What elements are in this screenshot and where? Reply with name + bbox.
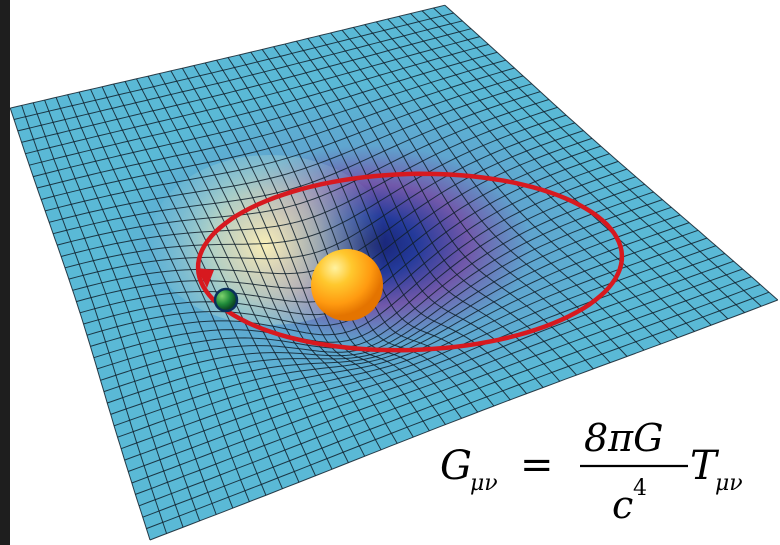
- grid-line: [330, 32, 611, 364]
- grid-line: [55, 97, 217, 515]
- grid-line: [147, 75, 349, 463]
- equation-equals: =: [520, 442, 554, 488]
- grid-line: [67, 94, 234, 509]
- orbiting-planet: [213, 287, 239, 313]
- grid-line: [193, 65, 414, 438]
- grid-line: [421, 10, 745, 313]
- equation-rhs: T μν: [690, 443, 743, 496]
- grid-line: [204, 62, 430, 432]
- equation-rhs-subscript: μν: [715, 471, 743, 496]
- equation-lhs: G μν: [440, 443, 498, 496]
- grid-line: [181, 67, 398, 444]
- grid-line: [32, 102, 184, 528]
- equation-lhs-symbol: G: [440, 443, 472, 489]
- grid-line: [444, 4, 779, 301]
- equation-lhs-subscript: μν: [470, 471, 498, 496]
- grid-line: [21, 105, 168, 534]
- grid-line: [307, 38, 577, 376]
- grid-line: [136, 78, 333, 470]
- grid-line: [170, 70, 382, 451]
- grid-line: [341, 29, 628, 357]
- grid-line: [90, 89, 267, 496]
- equation-rhs-symbol: T: [690, 443, 720, 489]
- grid-line: [9, 107, 151, 541]
- grid-line: [159, 73, 366, 457]
- grid-line: [318, 35, 594, 370]
- left-frame-border: [0, 0, 10, 545]
- grid-line: [433, 7, 762, 307]
- grid-line: [284, 43, 544, 388]
- grid-line: [296, 40, 561, 382]
- grid-line: [101, 86, 283, 489]
- equation-denominator-base: c: [612, 483, 633, 527]
- grid-line: [410, 13, 729, 320]
- central-mass-star: [311, 249, 383, 321]
- equation-denominator: c 4: [612, 476, 647, 527]
- grid-line: [78, 91, 250, 502]
- grid-line: [44, 99, 201, 522]
- grid-line: [353, 27, 645, 351]
- equation-numerator: 8πG: [584, 416, 664, 460]
- spacetime-sheet: [10, 5, 778, 540]
- equation-denominator-exponent: 4: [633, 476, 647, 501]
- grid-line: [387, 18, 695, 332]
- grid-line: [375, 21, 679, 339]
- grid-line: [398, 15, 712, 326]
- orbit-arrowhead: [197, 268, 214, 288]
